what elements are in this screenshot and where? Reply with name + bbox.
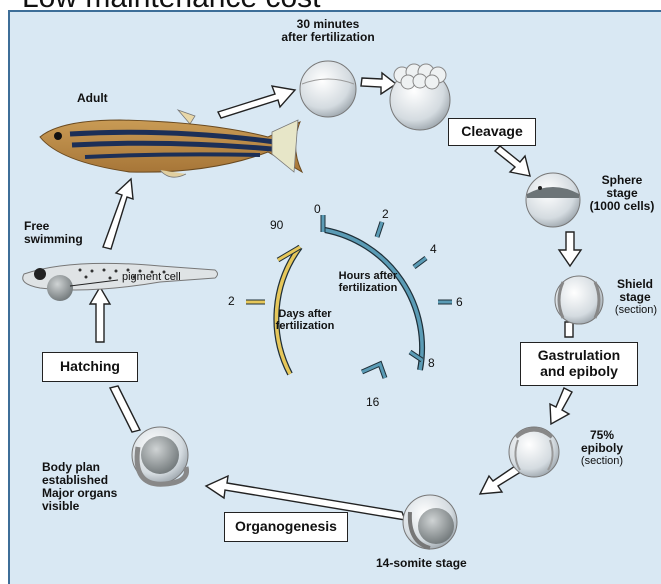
label-30-minutes: 30 minutes after fertilization — [272, 18, 384, 44]
label-hours-after-fertilization: Hours after fertilization — [332, 270, 404, 294]
label-organogenesis: Organogenesis — [224, 512, 348, 542]
arrow-hatching-to-larva — [90, 287, 110, 342]
arrow-adult-to-zygote — [218, 86, 295, 118]
larva — [23, 263, 218, 301]
label-hatching: Hatching — [42, 352, 138, 382]
label-body-plan: Body plan established Major organs visib… — [42, 461, 117, 513]
label-cleavage: Cleavage — [448, 118, 536, 146]
sphere-egg — [526, 173, 580, 227]
tick-hour-0: 0 — [314, 203, 321, 216]
label-adult: Adult — [77, 92, 108, 105]
arrow-body-to-hatching — [110, 386, 140, 432]
somite-embryo — [403, 495, 457, 549]
tick-day-90: 90 — [270, 219, 283, 232]
body-plan-embryo — [132, 427, 188, 484]
label-14-somite: 14-somite stage — [376, 557, 467, 570]
tick-hour-8: 8 — [428, 357, 435, 370]
tick-day-2: 2 — [228, 295, 235, 308]
arrow-zygote-to-cleavage — [361, 73, 396, 94]
label-shield-section: (section) — [610, 304, 661, 317]
tick-hour-4: 4 — [430, 243, 437, 256]
hours-clock — [323, 215, 452, 378]
arrow-sphere-to-shield — [559, 232, 581, 266]
arrow-cleavage-to-sphere — [495, 146, 530, 176]
figure-panel: 30 minutes after fertilization Adult Sph… — [8, 10, 661, 584]
cleavage-egg — [390, 64, 450, 130]
label-epiboly-section: (section) — [573, 455, 631, 468]
label-75-epiboly: 75% epiboly — [577, 429, 627, 455]
tick-hour-16: 16 — [366, 396, 379, 409]
adult-zebrafish — [40, 110, 302, 177]
zygote-egg — [300, 61, 356, 117]
label-shield-stage: Shield stage — [610, 278, 660, 304]
arrow-larva-to-adult — [103, 179, 133, 249]
label-gastrulation: Gastrulation and epiboly — [520, 342, 638, 386]
tick-hour-2: 2 — [382, 208, 389, 221]
arrow-gastrulation-to-epiboly — [550, 388, 572, 424]
label-pigment-cell: pigment cell — [122, 271, 181, 284]
epiboly-egg — [509, 427, 559, 477]
label-free-swimming: Free swimming — [24, 220, 83, 246]
tick-hour-6: 6 — [456, 296, 463, 309]
shield-egg — [555, 276, 603, 324]
label-days-after-fertilization: Days after fertilization — [272, 308, 338, 332]
arrow-shield-to-gastrulation — [565, 322, 573, 337]
label-sphere-stage: Sphere stage (1000 cells) — [584, 174, 660, 213]
